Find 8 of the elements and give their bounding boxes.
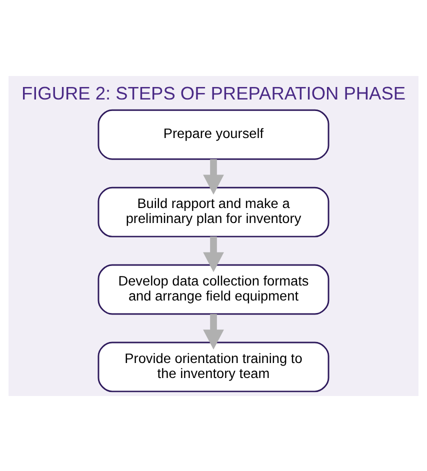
- arrow: [203, 236, 224, 272]
- node-box: Provide orientation training to the inventory team: [98, 341, 330, 392]
- node-box: Develop data collection formats and arrange field equipment: [98, 264, 330, 314]
- arrow: [203, 158, 224, 194]
- node-box: Build rapport and make a preliminary plan for inventory: [98, 186, 330, 237]
- arrow: [203, 314, 224, 350]
- diagram-title: FIGURE 2: STEPS OF PREPARATION PHASE: [21, 83, 406, 104]
- node-box: Prepare yourself: [98, 108, 330, 160]
